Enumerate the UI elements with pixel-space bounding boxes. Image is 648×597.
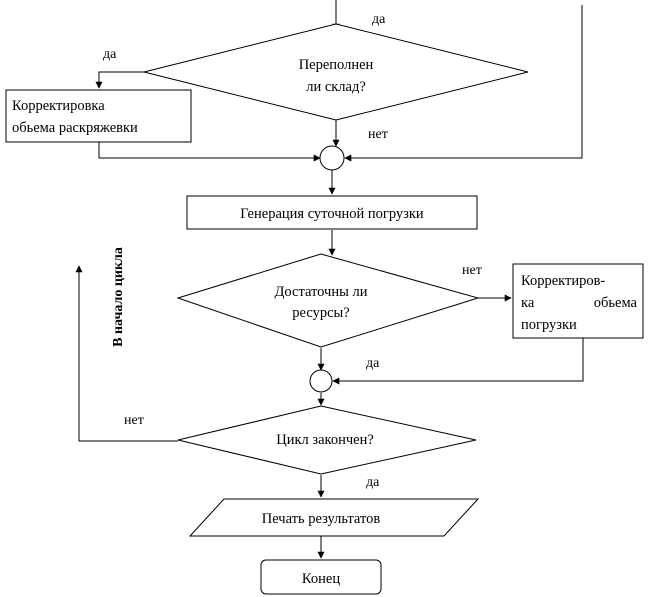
resources-decision-line1: Достаточны ли [275,284,368,300]
adjust-unloading-line1: Корректировка [12,98,105,114]
label-warehouse-no: нет [368,127,388,142]
warehouse-decision [143,23,529,121]
resources-decision-line2: ресурсы? [292,305,349,321]
warehouse-decision-line2: ли склад? [306,79,366,95]
label-resources-no: нет [462,263,482,278]
loop-back-label: В начало цикла [111,247,126,347]
junction-2 [309,369,333,393]
adjust-unloading-line2: обьема раскряжевки [12,120,138,136]
label-cycle-yes: да [366,475,380,490]
connector-cycle-no-loop [75,265,178,442]
generate-loading-text: Генерация суточной погрузки [240,206,424,222]
connector-adjust-to-junction [98,142,321,162]
label-cycle-no: нет [124,413,144,428]
adjust-unloading-box [5,89,192,143]
label-top-yes: да [372,12,386,27]
junction-1 [319,145,345,171]
resources-decision [176,253,480,348]
label-warehouse-yes: да [103,47,117,62]
cycle-decision [177,405,477,475]
adjust-loading-box [512,263,644,339]
connector-right-return [344,5,583,162]
warehouse-decision-line1: Переполнен [299,57,374,73]
print-results-text: Печать результатов [262,511,381,527]
label-resources-yes: да [366,356,380,371]
adjust-loading-line1: Корректиров- [521,273,605,289]
generate-loading-box [186,195,478,230]
end-text: Конец [302,571,340,587]
print-results-io [188,498,480,537]
adjust-loading-line3: погрузки [521,317,577,333]
adjust-loading-line2a: ка [521,295,535,311]
connector-adjust-loading-back [332,338,584,385]
end-terminator [260,559,382,595]
connector-warehouse-yes [95,71,144,89]
adjust-loading-line2b: обьема [594,295,638,311]
cycle-decision-text: Цикл закончен? [276,432,374,448]
